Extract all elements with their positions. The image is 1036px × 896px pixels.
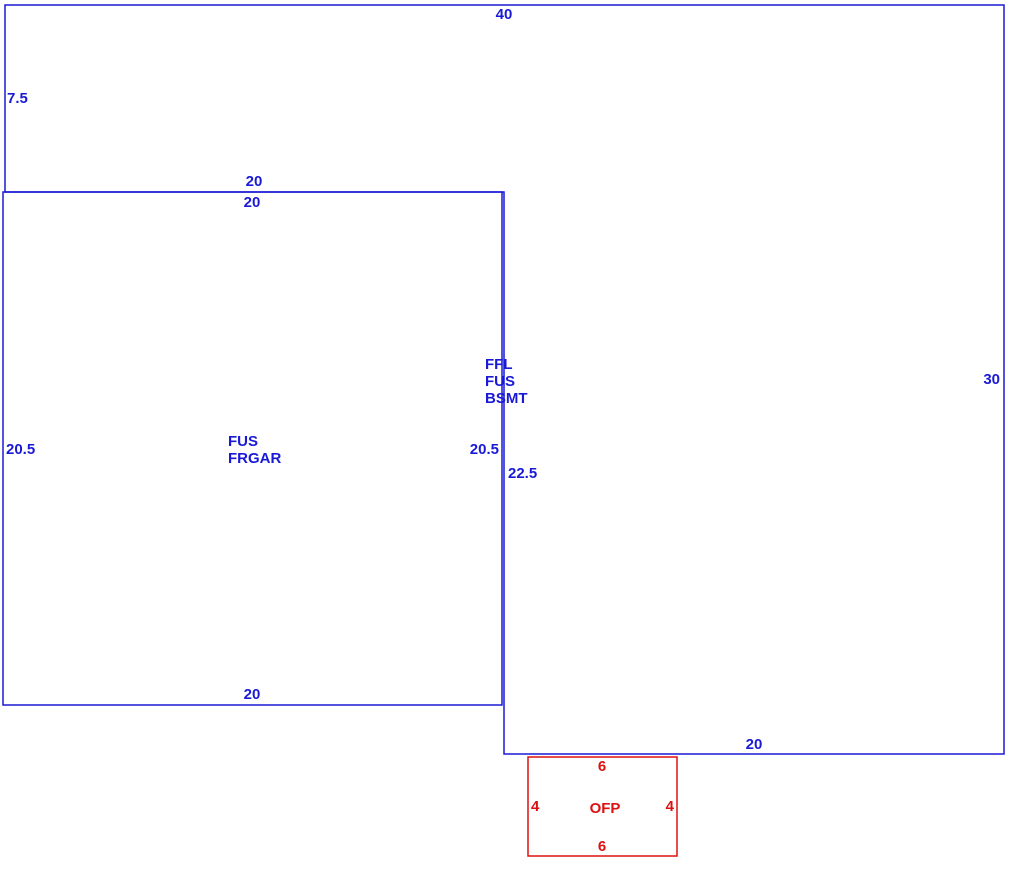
main-bottom-dimension: 20 — [746, 736, 763, 753]
main-top-dimension: 40 — [496, 6, 513, 23]
main-area-label-line-1: FFL — [485, 356, 513, 373]
porch-left-dimension: 4 — [531, 798, 540, 815]
main-right-dimension: 30 — [983, 371, 1000, 388]
porch-label: OFP — [590, 800, 621, 817]
garage-right-dimension: 20.5 — [470, 441, 499, 458]
porch-right-dimension: 4 — [666, 798, 675, 815]
garage-label-line-1: FUS — [228, 433, 258, 450]
main-garage-edge-dimension: 20 — [246, 173, 263, 190]
main-left-dimension: 7.5 — [7, 90, 28, 107]
main-area-label-line-2: FUS — [485, 373, 515, 390]
garage-bottom-dimension: 20 — [244, 686, 261, 703]
garage-label-line-2: FRGAR — [228, 450, 281, 467]
garage-outline — [2, 191, 503, 706]
porch-top-dimension: 6 — [598, 758, 606, 775]
garage-top-dimension: 20 — [244, 194, 261, 211]
main-inner-left-dimension: 22.5 — [508, 465, 537, 482]
porch-outline — [527, 756, 678, 857]
main-area-label-line-3: BSMT — [485, 390, 528, 407]
porch-bottom-dimension: 6 — [598, 838, 606, 855]
garage-left-dimension: 20.5 — [6, 441, 35, 458]
